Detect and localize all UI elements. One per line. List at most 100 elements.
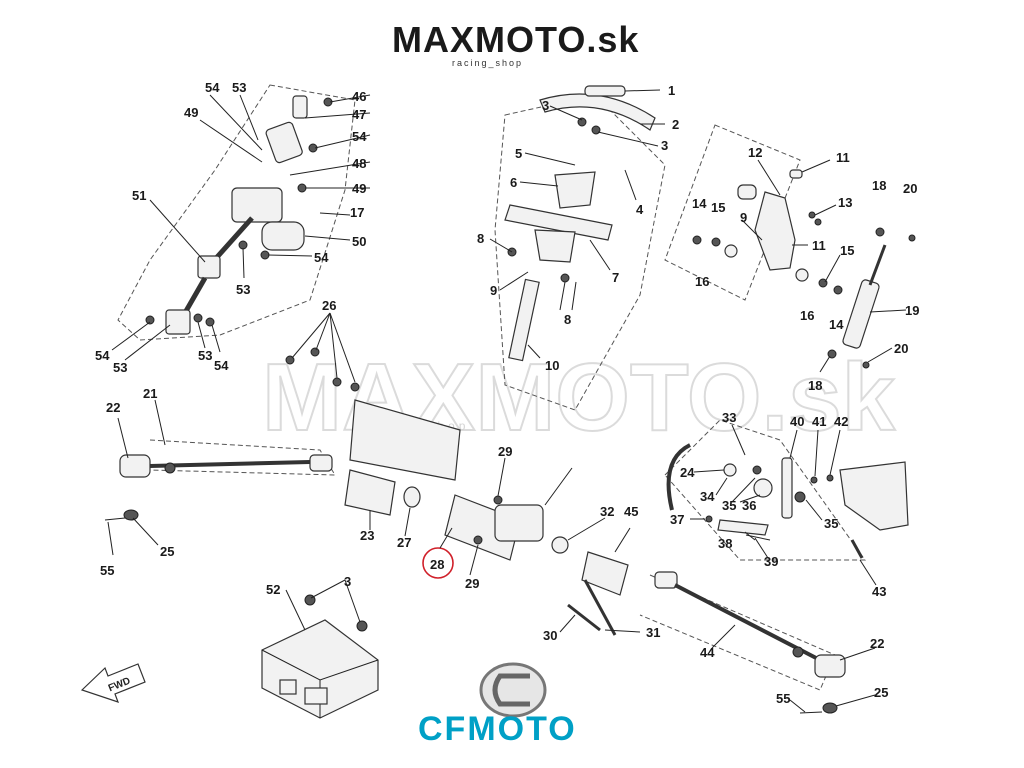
bolt-49 bbox=[297, 183, 307, 193]
callout-8b: 8 bbox=[564, 312, 571, 327]
nut-3a bbox=[577, 117, 587, 127]
callout-7: 7 bbox=[612, 270, 619, 285]
steering-wheel-assembly bbox=[494, 85, 666, 411]
tie-rod-end-right bbox=[814, 654, 846, 678]
pin-11 bbox=[789, 169, 803, 179]
upper-joint bbox=[292, 95, 308, 119]
callout-1: 1 bbox=[668, 83, 675, 98]
callout-47: 47 bbox=[352, 107, 366, 122]
callout-29a: 29 bbox=[498, 444, 512, 459]
callout-53d: 53 bbox=[198, 348, 212, 363]
callout-24: 24 bbox=[680, 465, 695, 480]
logo-emblem bbox=[479, 662, 547, 718]
bolt-54b bbox=[260, 250, 270, 260]
fwd-arrow-shape bbox=[80, 663, 146, 703]
leaders-tilt bbox=[741, 159, 907, 373]
callout-21: 21 bbox=[143, 386, 157, 401]
callout-32: 32 bbox=[600, 504, 614, 519]
u-joint-upper bbox=[265, 121, 303, 164]
callout-20a: 20 bbox=[903, 181, 917, 196]
boot-23 bbox=[344, 469, 396, 516]
gas-strut bbox=[842, 279, 880, 349]
tilt-knob bbox=[737, 184, 757, 200]
bushing-35b bbox=[794, 491, 806, 503]
column-bracket bbox=[534, 229, 576, 263]
callout-27: 27 bbox=[397, 535, 411, 550]
callout-14a: 14 bbox=[692, 196, 707, 211]
callout-53b: 53 bbox=[236, 282, 250, 297]
nut-26c bbox=[332, 377, 342, 387]
callout-53a: 53 bbox=[232, 80, 246, 95]
callout-40: 40 bbox=[790, 414, 804, 429]
callout-54c: 54 bbox=[314, 250, 329, 265]
callout-25b: 25 bbox=[874, 685, 888, 700]
fwd-arrow: FWD bbox=[80, 663, 146, 703]
nut-3c-b bbox=[356, 620, 368, 632]
strut-rod bbox=[868, 244, 887, 286]
callout-20b: 20 bbox=[894, 341, 908, 356]
connector-a bbox=[279, 679, 297, 695]
leaders-controller bbox=[285, 579, 361, 631]
callout-43: 43 bbox=[872, 584, 886, 599]
column-cover bbox=[554, 171, 596, 209]
tilt-bracket bbox=[754, 191, 796, 271]
bolt-14a bbox=[692, 235, 702, 245]
callout-26: 26 bbox=[322, 298, 336, 313]
callout-25a: 25 bbox=[160, 544, 174, 559]
eps-motor bbox=[261, 221, 305, 251]
callout-54e: 54 bbox=[214, 358, 229, 373]
callout-28: 28 bbox=[430, 557, 444, 572]
steering-rack-assembly bbox=[285, 347, 573, 561]
nut-26b bbox=[310, 347, 320, 357]
callout-4: 4 bbox=[636, 202, 644, 217]
bolt-8b bbox=[560, 273, 570, 283]
lever-40 bbox=[781, 457, 793, 519]
callout-52: 52 bbox=[266, 582, 280, 597]
nut-right bbox=[792, 646, 804, 658]
leaders-bracket bbox=[690, 424, 877, 586]
bolt-13a bbox=[808, 211, 816, 219]
callout-23: 23 bbox=[360, 528, 374, 543]
callout-18a: 18 bbox=[872, 178, 886, 193]
bolt-41 bbox=[810, 476, 818, 484]
callout-39: 39 bbox=[764, 554, 778, 569]
callout-3c: 3 bbox=[344, 574, 351, 589]
callout-11b: 11 bbox=[812, 238, 826, 253]
wheel-rim-top bbox=[539, 93, 656, 131]
callout-19: 19 bbox=[905, 303, 919, 318]
eps-unit bbox=[231, 187, 283, 223]
callout-41: 41 bbox=[812, 414, 826, 429]
callout-55b: 55 bbox=[776, 691, 790, 706]
callout-5: 5 bbox=[515, 146, 522, 161]
tie-rod-outline-right bbox=[639, 574, 836, 691]
boot-45 bbox=[581, 551, 629, 596]
tilt-assembly bbox=[664, 124, 916, 369]
leaders-rack bbox=[291, 312, 606, 576]
cotter-pin-55a bbox=[104, 517, 126, 521]
nut-25a bbox=[123, 509, 139, 521]
callout-35a: 35 bbox=[722, 498, 736, 513]
bracket-outline bbox=[664, 419, 866, 561]
nut-26d bbox=[350, 382, 360, 392]
fitting-line bbox=[544, 467, 573, 506]
left-tie-rod bbox=[104, 439, 421, 521]
assembly-outline bbox=[117, 84, 356, 341]
callout-38: 38 bbox=[718, 536, 732, 551]
nut-18a bbox=[875, 227, 885, 237]
bolt-42 bbox=[826, 474, 834, 482]
callout-33: 33 bbox=[722, 410, 736, 425]
callout-16a: 16 bbox=[695, 274, 709, 289]
rack-pinion-housing bbox=[494, 504, 544, 542]
callout-53c: 53 bbox=[113, 360, 127, 375]
leaders-right-rod bbox=[559, 527, 876, 713]
cable-33 bbox=[666, 443, 691, 511]
bushing-16b bbox=[795, 268, 809, 282]
callout-15b: 15 bbox=[840, 243, 854, 258]
tie-rod-shaft-left bbox=[149, 460, 311, 468]
u-joint-lower bbox=[165, 309, 191, 335]
clamp-32 bbox=[551, 536, 569, 554]
callout-48: 48 bbox=[352, 156, 366, 171]
callout-9b: 9 bbox=[740, 210, 747, 225]
callout-22a: 22 bbox=[106, 400, 120, 415]
callout-54a: 54 bbox=[205, 80, 220, 95]
